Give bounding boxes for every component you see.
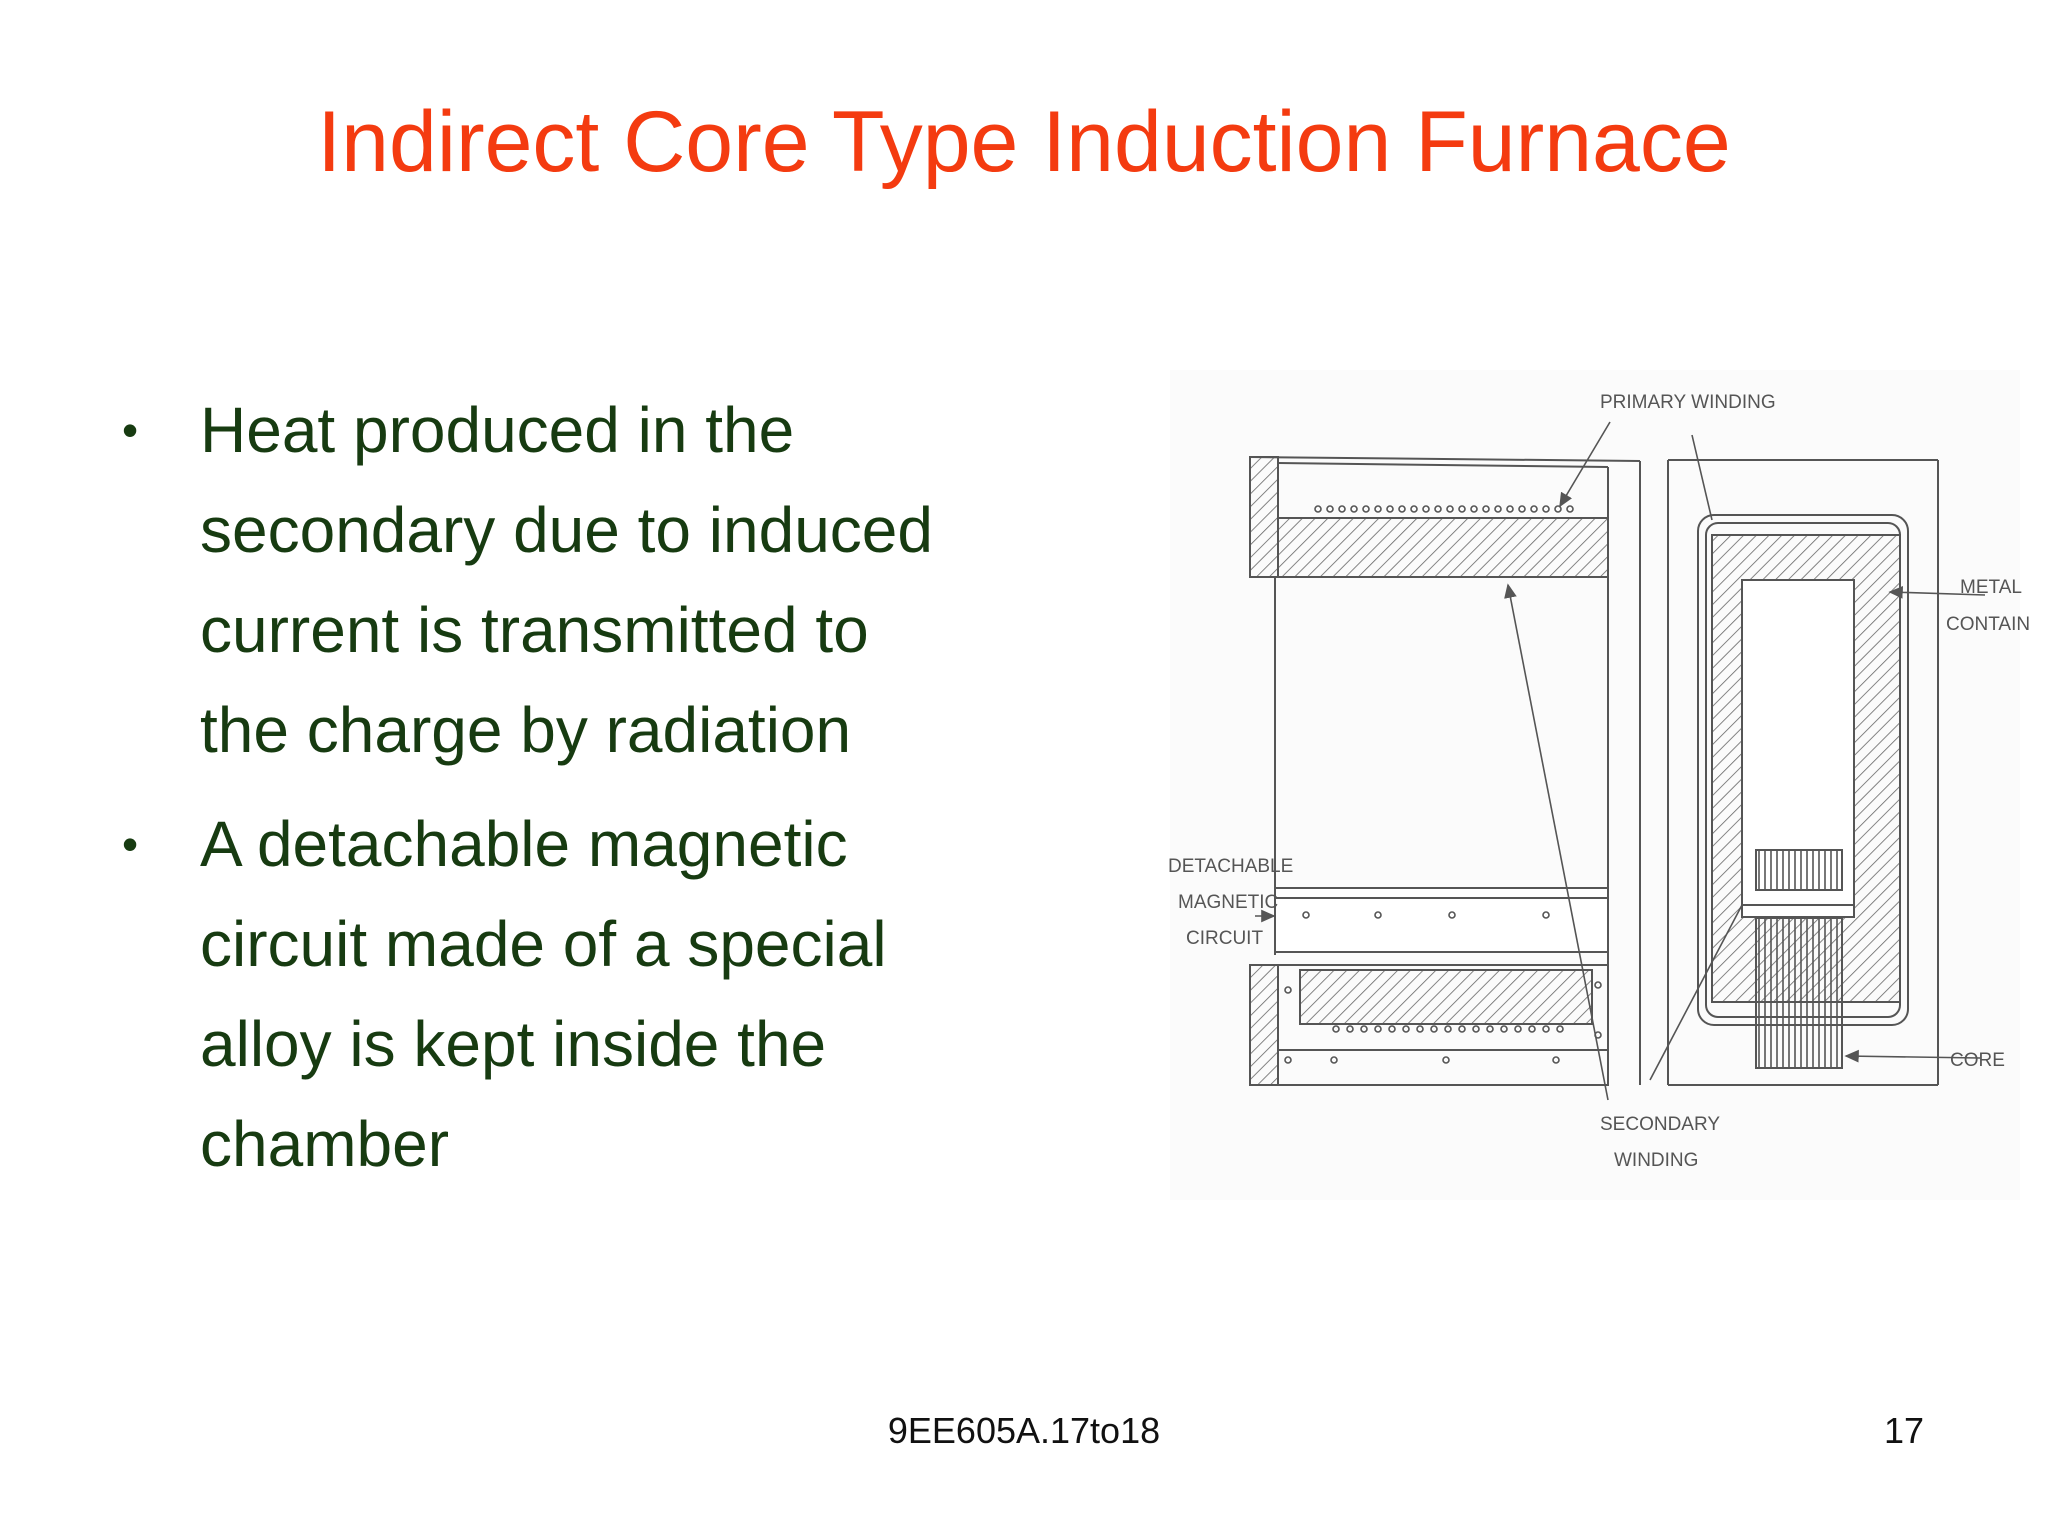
core-gap [1741, 904, 1855, 918]
label-core: CORE [1950, 1050, 2005, 1071]
bottom-hatched-bar [1299, 969, 1593, 1025]
primary-leader-b [1691, 434, 1713, 521]
bullet-line: Heat produced in the [200, 394, 795, 466]
bottom-coils [1284, 911, 1602, 1064]
label-secondary-2: WINDING [1614, 1150, 1698, 1171]
top-hatched-bar [1277, 517, 1609, 578]
bullet-dot-icon: • [122, 818, 139, 870]
bullet-item: • Heat produced in the secondary due to … [120, 380, 1160, 780]
end-view [1667, 459, 1939, 1086]
label-detachable-2: MAGNETIC [1178, 892, 1278, 913]
bullet-line: secondary due to induced [200, 494, 933, 566]
leader-lines [1255, 421, 1986, 1101]
label-secondary-1: SECONDARY [1600, 1114, 1720, 1135]
slide-footer: 9EE605A.17to18 [887, 1410, 1161, 1451]
bullet-line: current is transmitted to [200, 594, 869, 666]
bullet-item: • A detachable magnetic circuit made of … [120, 794, 1160, 1194]
primary-leader-a [1559, 421, 1611, 508]
bullet-line: alloy is kept inside the [200, 1008, 827, 1080]
side-view [1249, 456, 1641, 1086]
page-number: 17 [1883, 1410, 1924, 1451]
left-wall-top [1249, 456, 1279, 578]
bullet-text: Heat produced in the secondary due to in… [200, 380, 1160, 780]
core-limb [1755, 917, 1843, 1069]
secondary-winding-upper [1755, 849, 1843, 891]
bullet-dot-icon: • [122, 404, 139, 456]
core-leader [1844, 1049, 1981, 1063]
metal-container-leader [1888, 586, 1986, 599]
secondary-leader-a [1504, 583, 1609, 1101]
bullet-text: A detachable magnetic circuit made of a … [200, 794, 1160, 1194]
label-metal-2: CONTAINER [1946, 614, 2030, 635]
bullet-line: A detachable magnetic [200, 808, 848, 880]
inner-top-line [1277, 462, 1609, 468]
label-primary-winding: PRIMARY WINDING [1600, 392, 1776, 413]
bullet-line: chamber [200, 1108, 449, 1180]
furnace-diagram-svg: PRIMARY WINDING METAL CONTAINER DETACHAB… [1168, 370, 2030, 1200]
slide-title: Indirect Core Type Induction Furnace [317, 94, 1731, 190]
primary-winding-coils [1314, 505, 1574, 513]
label-metal-1: METAL [1960, 577, 2022, 598]
left-wall-bottom [1249, 964, 1279, 1086]
bottom-frame [1277, 964, 1609, 1086]
bullet-list: • Heat produced in the secondary due to … [120, 380, 1160, 1208]
secondary-leader-b [1649, 904, 1743, 1081]
bullet-line: circuit made of a special [200, 908, 887, 980]
bullet-line: the charge by radiation [200, 694, 852, 766]
label-detachable-3: CIRCUIT [1186, 928, 1263, 949]
outer-top-line [1249, 456, 1641, 462]
label-detachable-1: DETACHABLE [1168, 856, 1293, 877]
furnace-diagram: PRIMARY WINDING METAL CONTAINER DETACHAB… [1160, 370, 2030, 1200]
